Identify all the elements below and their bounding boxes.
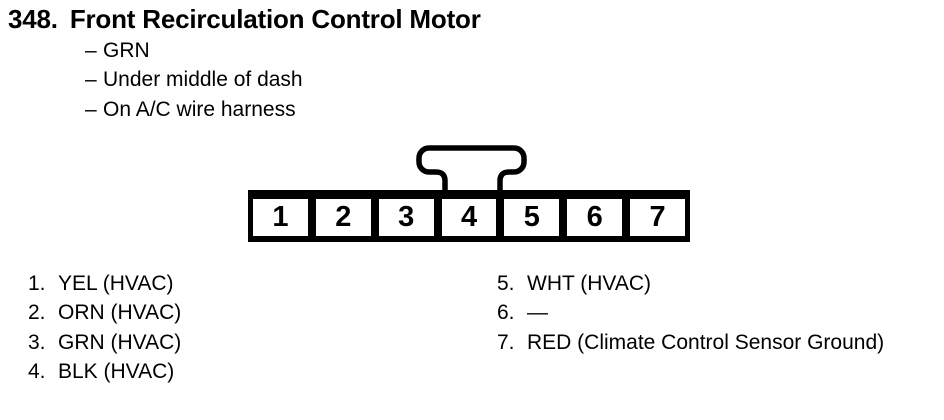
figure-number: 348. bbox=[8, 4, 58, 34]
pinout-row: 3. GRN (HVAC) bbox=[28, 328, 181, 358]
dash-bullet: – bbox=[85, 38, 97, 62]
pinout-label: GRN (HVAC) bbox=[58, 330, 182, 354]
pinout-row: 7. RED (Climate Control Sensor Ground) bbox=[497, 328, 884, 358]
pinout-label: YEL (HVAC) bbox=[58, 271, 174, 295]
pinout-left-column: 1. YEL (HVAC) 2. ORN (HVAC) 3. GRN (HVAC… bbox=[28, 269, 181, 387]
pinout-number: 6. bbox=[497, 301, 515, 325]
pin-number-label: 5 bbox=[523, 201, 540, 233]
pinout-row: 4. BLK (HVAC) bbox=[28, 358, 181, 388]
note-color: – GRN bbox=[85, 36, 303, 66]
entry-header: 348. Front Recirculation Control Motor bbox=[8, 4, 481, 35]
connector-diagram: 1 2 3 4 5 6 7 bbox=[248, 190, 690, 242]
pinout-right-column: 5. WHT (HVAC) 6. — 7. RED (Climate Contr… bbox=[497, 269, 884, 358]
entry-title: Front Recirculation Control Motor bbox=[69, 4, 481, 34]
pinout-label: — bbox=[527, 301, 548, 325]
pinout-row: 6. — bbox=[497, 299, 884, 329]
pin-cell-2: 2 bbox=[315, 199, 371, 236]
pinout-number: 5. bbox=[497, 271, 515, 295]
dash-bullet: – bbox=[85, 68, 97, 92]
pin-cell-5: 5 bbox=[504, 199, 560, 236]
note-text: On A/C wire harness bbox=[103, 97, 296, 121]
pin-number-label: 4 bbox=[460, 201, 478, 233]
connector-latch-icon bbox=[416, 145, 527, 196]
pinout-number: 3. bbox=[28, 330, 46, 354]
pinout-row: 5. WHT (HVAC) bbox=[497, 269, 884, 299]
pin-cell-6: 6 bbox=[567, 199, 623, 236]
pinout-number: 4. bbox=[28, 360, 46, 384]
pin-number-label: 1 bbox=[272, 201, 289, 233]
pin-cell-7: 7 bbox=[630, 199, 686, 236]
pinout-label: WHT (HVAC) bbox=[527, 271, 652, 295]
note-location: – Under middle of dash bbox=[85, 66, 303, 96]
pin-number-label: 7 bbox=[649, 201, 666, 233]
pin-cell-3: 3 bbox=[378, 199, 434, 236]
pin-cell-4: 4 bbox=[441, 199, 497, 236]
pin-number-label: 3 bbox=[398, 201, 415, 233]
pinout-number: 7. bbox=[497, 330, 515, 354]
pinout-row: 2. ORN (HVAC) bbox=[28, 299, 181, 329]
note-text: GRN bbox=[103, 38, 150, 62]
pin-cell-1: 1 bbox=[253, 199, 308, 236]
note-text: Under middle of dash bbox=[103, 68, 303, 92]
pinout-row: 1. YEL (HVAC) bbox=[28, 269, 181, 299]
notes-list: – GRN – Under middle of dash – On A/C wi… bbox=[85, 36, 303, 125]
pinout-label: BLK (HVAC) bbox=[58, 360, 175, 384]
note-harness: – On A/C wire harness bbox=[85, 95, 303, 125]
pinout-label: RED (Climate Control Sensor Ground) bbox=[527, 330, 885, 354]
pinout-label: ORN (HVAC) bbox=[58, 301, 182, 325]
pin-number-label: 2 bbox=[335, 201, 352, 233]
pin-number-label: 6 bbox=[586, 201, 603, 233]
pinout-number: 1. bbox=[28, 271, 46, 295]
pinout-number: 2. bbox=[28, 301, 46, 325]
dash-bullet: – bbox=[85, 97, 97, 121]
